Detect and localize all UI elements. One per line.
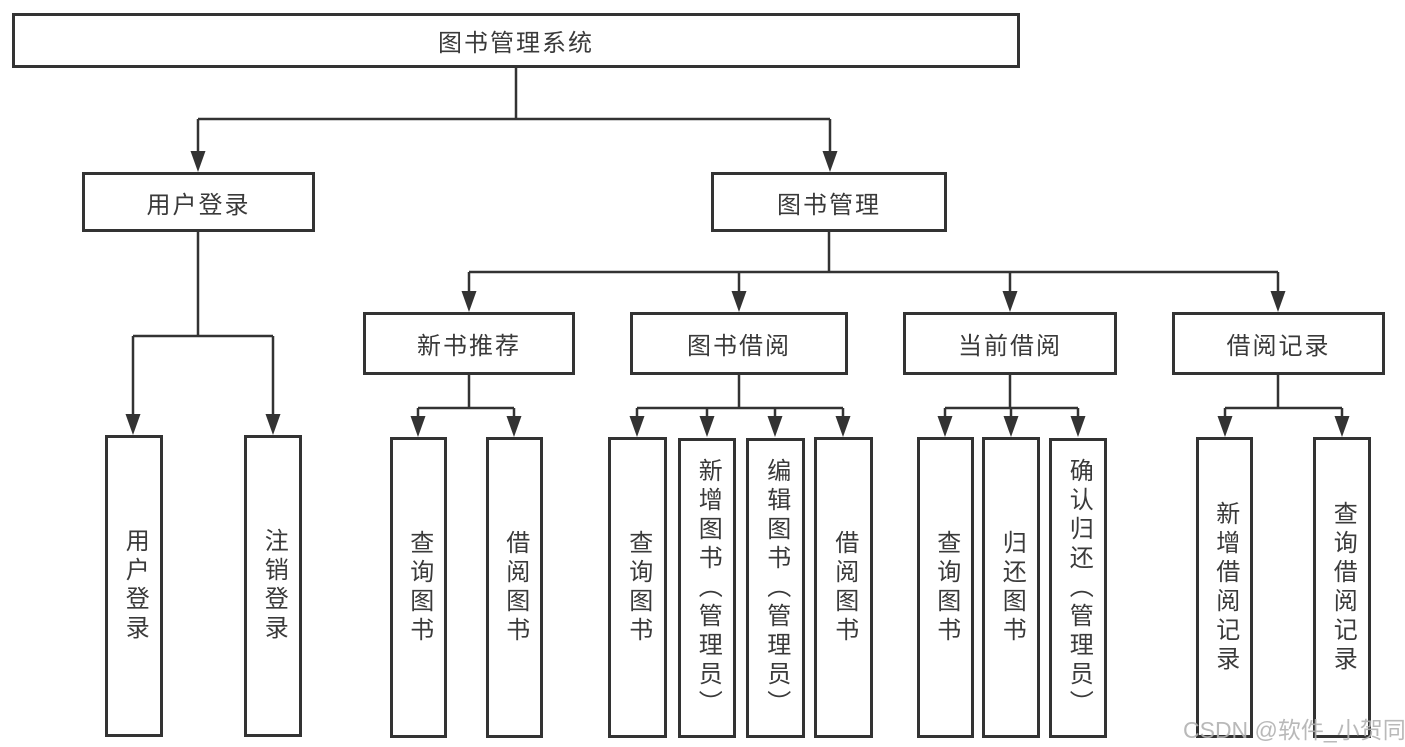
- node-user-login: 用户登录: [82, 172, 315, 232]
- leaf-query-books-recommend: 查询图书: [390, 437, 447, 738]
- node-borrowing-records: 借阅记录: [1172, 312, 1385, 375]
- watermark: CSDN @软件_小贺同学: [1183, 717, 1405, 743]
- leaf-add-borrow-record: 新增借阅记录: [1196, 437, 1253, 738]
- leaf-query-books-borrow: 查询图书: [608, 437, 667, 738]
- leaf-edit-book-admin: 编辑图书（管理员）: [746, 438, 805, 738]
- node-library-management-system: 图书管理系统: [12, 13, 1020, 68]
- leaf-borrow-books-recommend: 借阅图书: [486, 437, 543, 738]
- leaf-return-books: 归还图书: [982, 437, 1040, 738]
- leaf-add-book-admin: 新增图书（管理员）: [678, 438, 736, 738]
- node-current-borrowing: 当前借阅: [903, 312, 1117, 375]
- leaf-borrow-books: 借阅图书: [814, 437, 873, 738]
- node-book-management: 图书管理: [711, 172, 947, 232]
- leaf-query-borrow-record: 查询借阅记录: [1313, 437, 1371, 738]
- leaf-user-login: 用户登录: [105, 435, 163, 737]
- leaf-query-books-current: 查询图书: [917, 437, 974, 738]
- node-book-borrowing: 图书借阅: [630, 312, 848, 375]
- node-new-book-recommendation: 新书推荐: [363, 312, 575, 375]
- leaf-logout: 注销登录: [244, 435, 302, 737]
- leaf-confirm-return-admin: 确认归还（管理员）: [1049, 438, 1107, 738]
